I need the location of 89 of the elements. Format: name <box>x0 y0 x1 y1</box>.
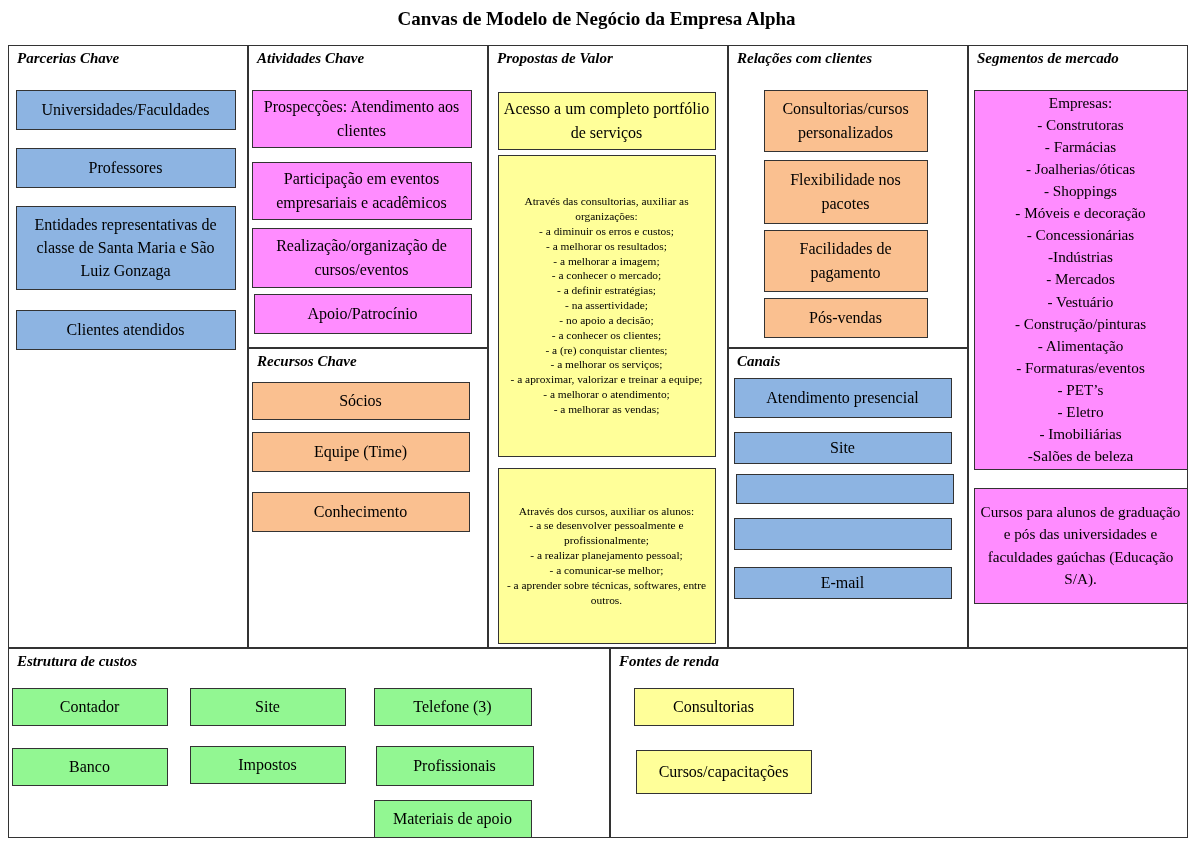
list-line: - a realizar planejamento pessoal; <box>530 548 683 563</box>
section-heading: Atividades Chave <box>257 50 365 67</box>
note-card: Conhecimento <box>251 491 470 532</box>
section-heading: Canais <box>737 353 781 370</box>
list-line: - Alimentação <box>1037 335 1124 356</box>
canvas-section <box>8 45 248 648</box>
note-card: Prospecções: Atendimento aos clientes <box>251 89 472 148</box>
list-line: - Farmácias <box>1044 137 1117 158</box>
list-line: - Vestuário <box>1047 291 1114 312</box>
note-card: Universidades/Faculdades <box>15 89 236 130</box>
list-line: - Shoppings <box>1044 181 1117 202</box>
note-card: Sócios <box>251 381 470 420</box>
list-line: - a conhecer o mercado; <box>551 268 662 284</box>
list-line: - a definir estratégias; <box>557 283 656 299</box>
list-line: - Imobiliárias <box>1039 423 1122 444</box>
note-card: Banco <box>11 747 168 786</box>
note-card: Cursos para alunos de graduação e pós das universidades e faculdades gaúchas (Educação S/A). <box>973 487 1188 604</box>
canvas-section <box>728 45 968 348</box>
section-heading: Parcerias Chave <box>17 50 120 67</box>
note-card <box>497 467 716 644</box>
list-line: - Construção/pinturas <box>1014 313 1147 334</box>
list-line: - a melhorar os resultados; <box>546 238 667 254</box>
note-card: E-mail <box>733 566 952 599</box>
list-line: Através das consultorias, auxiliar as organizações: <box>523 194 690 224</box>
list-line: - a diminuir os erros e custos; <box>539 223 674 239</box>
list-line: Empresas: <box>1048 93 1113 114</box>
note-card: Clientes atendidos <box>15 309 236 350</box>
list-line: - a conhecer os clientes; <box>551 327 662 343</box>
canvas-section <box>488 45 728 648</box>
list-line: - a (re) conquistar clientes; <box>545 342 668 358</box>
list-line: - PET’s <box>1057 379 1104 400</box>
list-line: - a comunicar-se melhor; <box>549 562 664 578</box>
note-card: Pós-vendas <box>763 297 928 338</box>
section-heading: Fontes de renda <box>619 653 719 670</box>
note-card: Facilidades de pagamento <box>763 229 928 292</box>
note-card: Site <box>733 431 952 464</box>
section-heading: Relações com clientes <box>737 50 872 67</box>
list-line: -Indústrias <box>1048 247 1113 268</box>
list-line: - a melhorar o atendimento; <box>543 387 670 402</box>
note-card: Contador <box>11 687 168 726</box>
note-card: Materiais de apoio <box>373 799 532 838</box>
note-card: Cursos/capacitações <box>635 749 812 794</box>
note-card: Apoio/Patrocínio <box>253 293 472 334</box>
section-heading: Segmentos de mercado <box>977 50 1119 67</box>
list-line: - no apoio a decisão; <box>559 312 654 328</box>
note-card: Participação em eventos empresariais e acadêmicos <box>251 161 472 220</box>
section-heading: Propostas de Valor <box>497 50 613 67</box>
list-line: - Construtoras <box>1037 115 1124 136</box>
list-line: - Eletro <box>1057 401 1104 422</box>
canvas-section <box>610 648 1188 838</box>
canvas-section <box>248 348 488 648</box>
list-line: - Joalherias/óticas <box>1025 159 1136 180</box>
note-card <box>973 89 1188 470</box>
list-line: - Concessionárias <box>1026 225 1135 246</box>
list-line: - Formaturas/eventos <box>1016 357 1145 378</box>
note-card: Acesso a um completo portfólio de serviços <box>497 91 716 150</box>
note-card: Consultorias <box>633 687 794 726</box>
note-card: Flexibilidade nos pacotes <box>763 159 928 224</box>
canvas-section <box>248 45 488 348</box>
empty-card <box>733 517 952 550</box>
canvas-section <box>968 45 1188 648</box>
note-card: Entidades representativas de classe de Santa Maria e São Luiz Gonzaga <box>15 205 236 290</box>
note-card: Profissionais <box>375 745 534 786</box>
section-heading: Recursos Chave <box>257 353 357 370</box>
note-card: Consultorias/cursos personalizados <box>763 89 928 152</box>
list-line: - a melhorar a imagem; <box>553 253 660 269</box>
note-card: Impostos <box>189 745 346 784</box>
list-line: - a se desenvolver pessoalmente e profissionalmente; <box>528 518 685 549</box>
note-card: Telefone (3) <box>373 687 532 726</box>
list-line: - na assertividade; <box>565 298 648 313</box>
list-line: - a melhorar as vendas; <box>553 401 660 417</box>
canvas-section <box>8 648 610 838</box>
note-card: Atendimento presencial <box>733 377 952 418</box>
list-line: - a aprender sobre técnicas, softwares, entre outros. <box>505 577 708 608</box>
note-card: Realização/organização de cursos/eventos <box>251 227 472 288</box>
note-card: Professores <box>15 147 236 188</box>
list-line: -Salões de beleza <box>1027 445 1134 466</box>
canvas-section <box>728 348 968 648</box>
list-line: Através dos cursos, auxiliar os alunos: <box>518 503 695 519</box>
note-card: Site <box>189 687 346 726</box>
note-card: Equipe (Time) <box>251 431 470 472</box>
list-line: - a aproximar, valorizar e treinar a equipe; <box>510 372 703 388</box>
empty-card <box>735 473 954 504</box>
list-line: - Mercados <box>1046 269 1115 290</box>
list-line: - a melhorar os serviços; <box>550 357 663 373</box>
section-heading: Estrutura de custos <box>17 653 138 670</box>
note-card <box>497 154 716 457</box>
diagram-title: Canvas de Modelo de Negócio da Empresa Alpha <box>396 8 797 30</box>
list-line: - Móveis e decoração <box>1015 203 1146 224</box>
